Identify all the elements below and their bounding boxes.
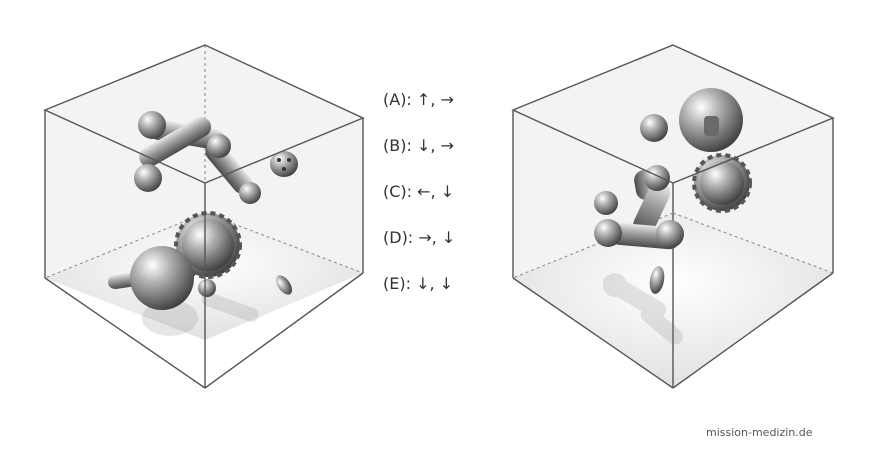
option-d[interactable]: (D): →, ↓	[383, 226, 493, 272]
bent-rod-object	[594, 165, 684, 250]
watermark-text: mission-medizin.de	[706, 426, 813, 439]
option-text: →, ↓	[418, 228, 456, 247]
flat-disc-object	[649, 266, 665, 294]
option-key: (D):	[383, 228, 414, 247]
hidden-edge	[204, 212, 364, 274]
cube-edges	[43, 44, 365, 389]
option-e[interactable]: (E): ↓, ↓	[383, 272, 493, 318]
option-a[interactable]: (A): ↑, →	[383, 88, 493, 134]
answer-options: (A): ↑, → (B): ↓, → (C): ←, ↓ (D): →, ↓ …	[383, 88, 493, 318]
bent-rod-object	[134, 111, 261, 204]
hidden-edge	[44, 212, 206, 279]
spiky-ball-object	[174, 211, 242, 279]
option-key: (B):	[383, 136, 412, 155]
option-key: (A):	[383, 90, 412, 109]
option-text: ↓, ↓	[416, 274, 454, 293]
option-text: ↓, →	[416, 136, 454, 155]
option-b[interactable]: (B): ↓, →	[383, 134, 493, 180]
big-ball-object	[679, 88, 743, 152]
floor-reflection	[602, 273, 683, 345]
small-disc-object	[270, 151, 298, 177]
hidden-edge	[512, 212, 674, 279]
hidden-edge	[672, 212, 834, 274]
cube-edges	[511, 44, 835, 389]
cube-right	[511, 44, 835, 389]
small-ball-object	[640, 114, 668, 142]
ball-with-rod-object	[107, 246, 216, 310]
option-c[interactable]: (C): ←, ↓	[383, 180, 493, 226]
option-key: (C):	[383, 182, 413, 201]
option-text: ↑, →	[416, 90, 454, 109]
flat-disc-object	[276, 275, 292, 295]
option-text: ←, ↓	[417, 182, 455, 201]
cube-left	[43, 44, 365, 389]
option-key: (E):	[383, 274, 411, 293]
